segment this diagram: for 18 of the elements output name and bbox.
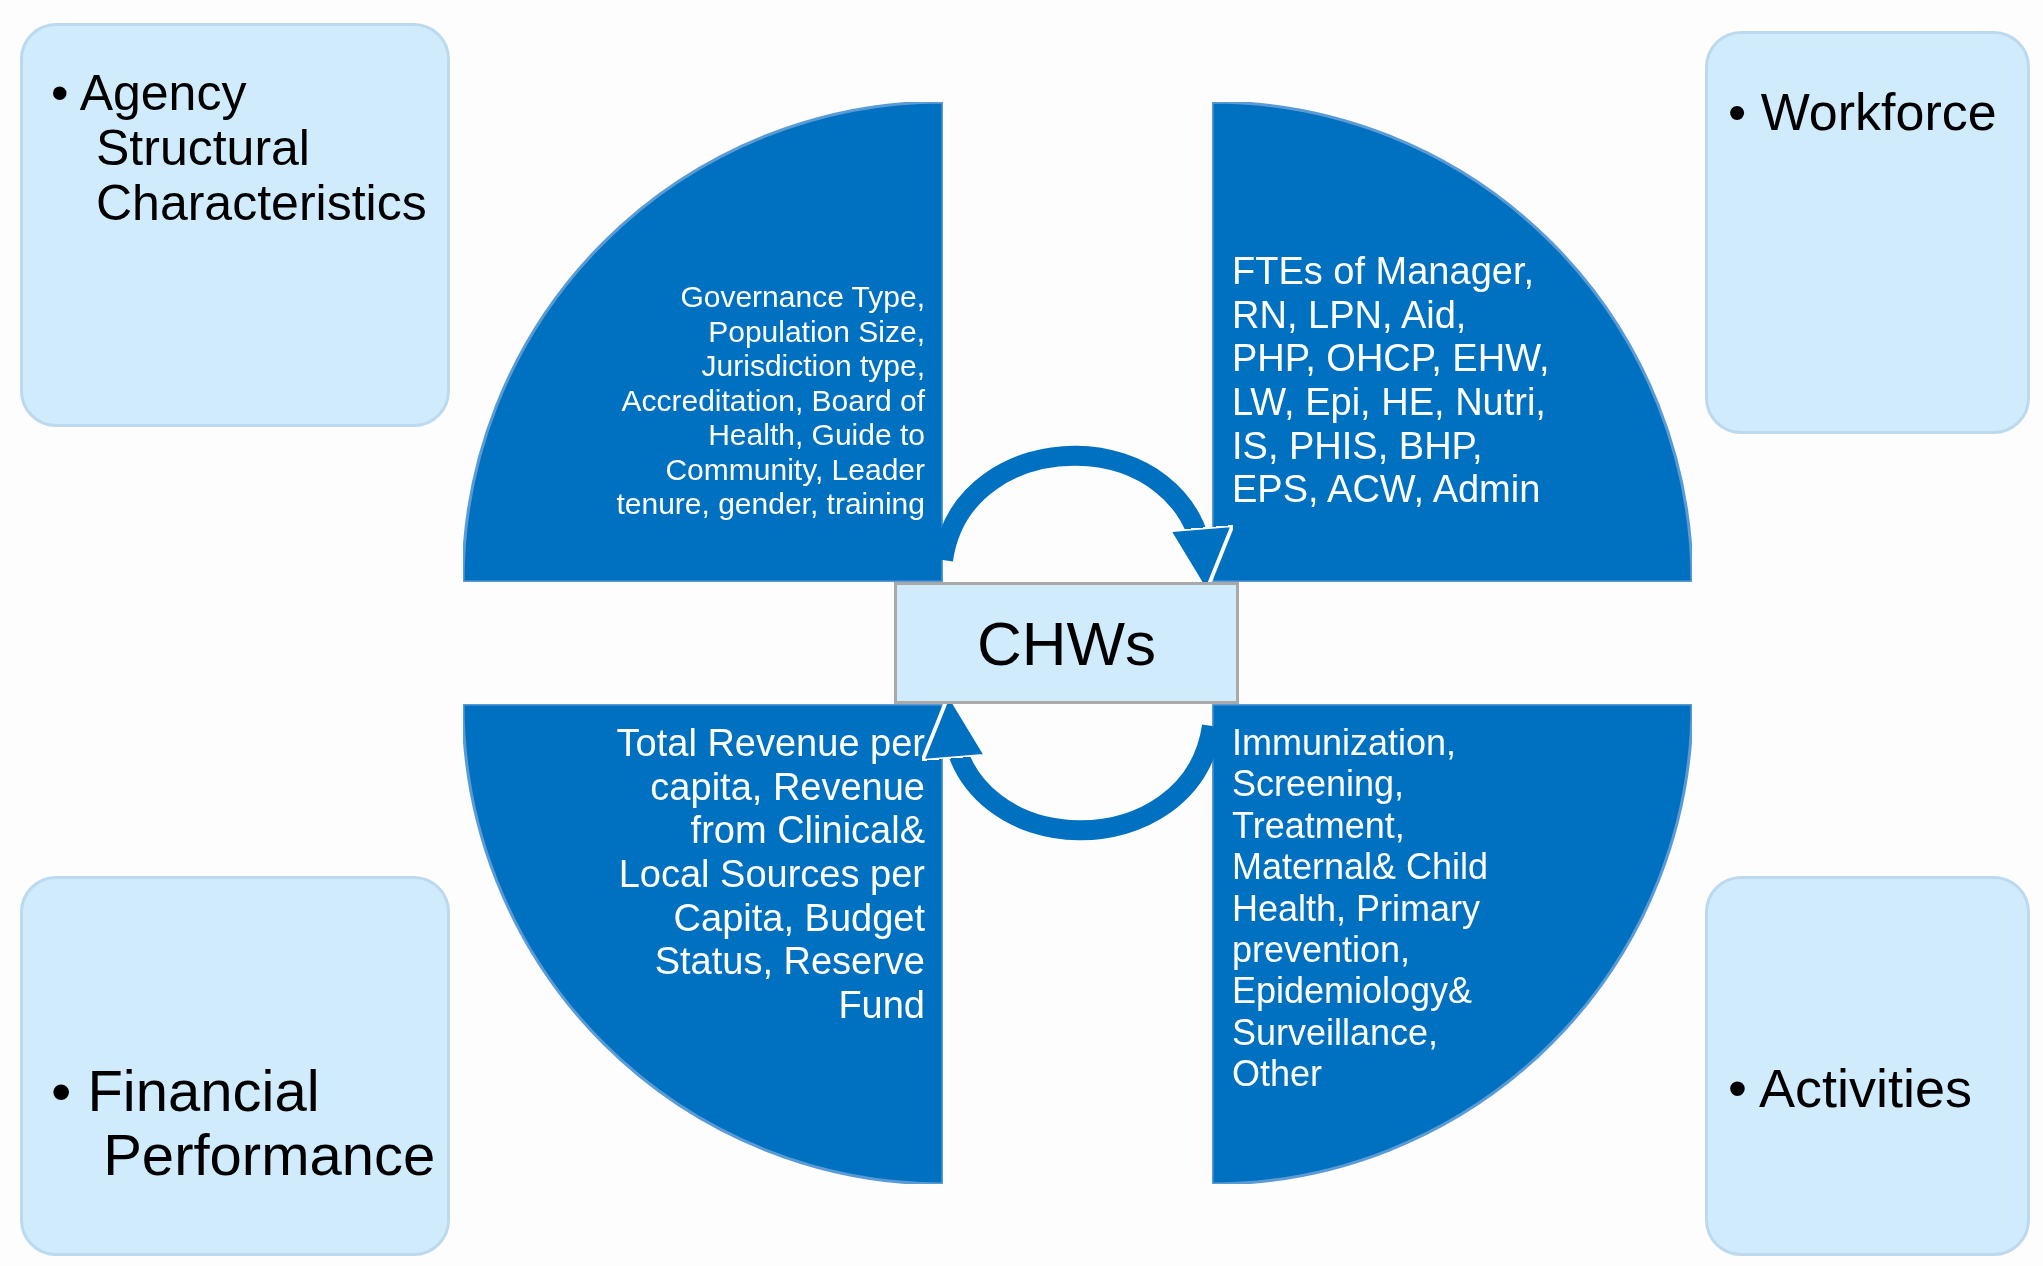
category-box — [20, 876, 450, 1256]
panel-text: FTEs of Manager, RN, LPN, Aid, PHP, OHCP, EHW, LW, Epi, HE, Nutri, IS, PHIS, BHP, EPS, ACW, Admin — [1232, 250, 1551, 513]
panel-text: Immunization, Screening, Treatment, Maternal& Child Health, Primary prevention, Epidemiology& Surveillance, Other — [1232, 722, 1490, 1095]
category-heading: • Workforce — [1728, 84, 1998, 142]
quarter-circle-panel — [1212, 704, 1692, 1184]
quarter-circle-panel — [463, 102, 943, 582]
center-box — [894, 582, 1239, 704]
panel-text: Governance Type, Population Size, Jurisdiction type, Accreditation, Board of Health, Guide to Community, Leader tenure, gender, training — [615, 280, 925, 522]
center-label: CHWs — [976, 607, 1157, 679]
quarter-circle-panel — [463, 704, 943, 1184]
category-heading: • Activities — [1728, 1059, 1973, 1119]
quarter-circle-panel — [1212, 102, 1692, 582]
category-box — [20, 23, 450, 427]
panel-text: Total Revenue per capita, Revenue from Clinical& Local Sources per Capita, Budget Status, Reserve Fund — [615, 722, 925, 1028]
category-heading: • Financial Performance — [51, 1059, 437, 1187]
category-box — [1705, 876, 2030, 1256]
category-heading: • Agency Structural Characteristics — [51, 66, 428, 231]
category-box — [1705, 31, 2030, 434]
